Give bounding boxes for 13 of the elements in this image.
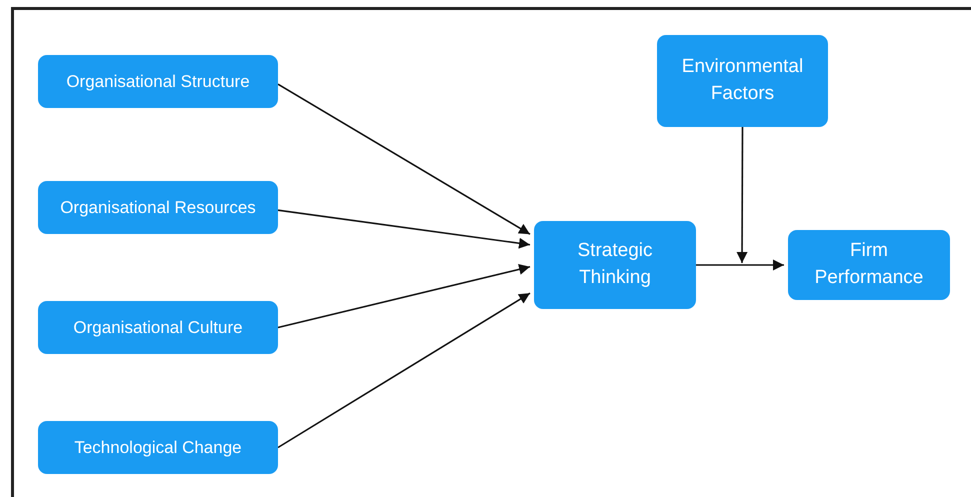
- process-box: Organisational Structure: [38, 55, 278, 108]
- arrow: [278, 209, 530, 249]
- process-box: Organisational Culture: [38, 301, 278, 354]
- process-box: Technological Change: [38, 421, 278, 474]
- process-box: Strategic Thinking: [534, 221, 696, 309]
- arrow: [278, 292, 530, 448]
- process-box: Environmental Factors: [657, 35, 828, 127]
- process-box: Firm Performance: [788, 230, 950, 300]
- arrow: [278, 83, 530, 235]
- arrow: [696, 260, 784, 270]
- process-box: Organisational Resources: [38, 181, 278, 234]
- arrow: [736, 127, 748, 263]
- arrow: [278, 264, 530, 328]
